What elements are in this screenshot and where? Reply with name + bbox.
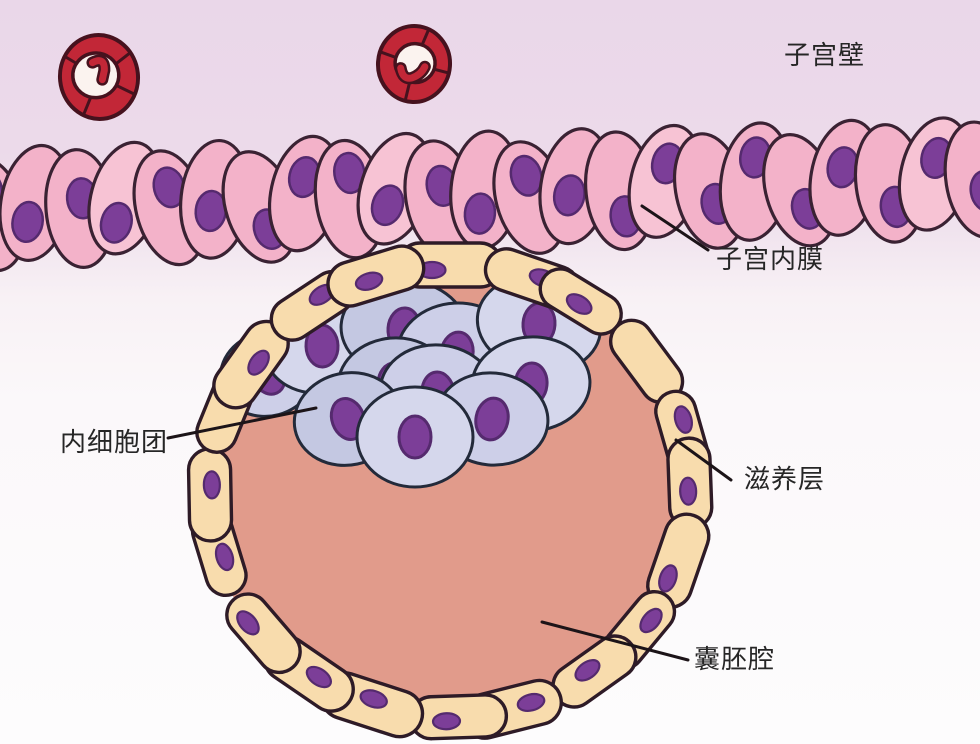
cell-nucleus xyxy=(247,349,270,376)
icm-cell xyxy=(355,385,475,489)
trophoblast-cell xyxy=(186,447,234,543)
inner-cell-mass xyxy=(218,274,603,489)
cell-nucleus xyxy=(474,396,510,442)
label-endometrium: 子宫内膜 xyxy=(716,244,825,274)
cell-nucleus xyxy=(969,169,980,212)
cell-nucleus xyxy=(552,174,586,217)
cell-nucleus xyxy=(516,692,546,712)
label-inner-cell-mass: 内细胞团 xyxy=(60,427,169,457)
leader-line-inner-cell-mass xyxy=(166,406,318,440)
red-blood-cell xyxy=(397,63,429,82)
cell-nucleus xyxy=(370,184,405,227)
cell-nucleus xyxy=(214,542,235,572)
cell-nucleus xyxy=(0,169,4,212)
cell-nucleus xyxy=(354,271,384,291)
trophoblast-layer xyxy=(186,241,714,741)
trophoblast-cell xyxy=(408,693,509,741)
leader-line-trophoblast xyxy=(674,438,733,482)
leader-line-endometrium xyxy=(640,204,710,252)
cell-nucleus xyxy=(99,201,133,244)
blood-vessel xyxy=(57,33,141,121)
endometrium-layer xyxy=(0,116,980,273)
label-blastocoel: 囊胚腔 xyxy=(694,644,776,674)
cell-nucleus xyxy=(305,665,333,689)
cell-nucleus xyxy=(236,610,260,636)
label-trophoblast: 滋养层 xyxy=(744,464,826,494)
trophoblast-cell xyxy=(212,319,290,410)
blood-vessel xyxy=(375,24,453,104)
cell-nucleus xyxy=(565,293,593,315)
cell-nucleus xyxy=(202,470,221,500)
label-uterine-wall: 子宫壁 xyxy=(784,40,866,70)
blastocyst xyxy=(186,241,714,741)
trophoblast-cell xyxy=(225,592,302,675)
red-blood-cell xyxy=(88,57,108,84)
cell-nucleus xyxy=(639,607,663,634)
leader-line-blastocoel xyxy=(540,620,690,662)
cell-nucleus xyxy=(397,414,433,460)
epithelial-cell xyxy=(943,120,980,239)
cell-nucleus xyxy=(574,659,601,682)
trophoblast-cell xyxy=(326,244,426,308)
cell-nucleus xyxy=(673,405,693,434)
cell-nucleus xyxy=(11,200,45,244)
cell-nucleus xyxy=(658,564,678,593)
cell-nucleus xyxy=(463,192,497,235)
cell-nucleus xyxy=(509,154,543,197)
cell-nucleus xyxy=(679,476,698,506)
cell-nucleus xyxy=(431,712,462,731)
cell-nucleus xyxy=(359,689,388,709)
